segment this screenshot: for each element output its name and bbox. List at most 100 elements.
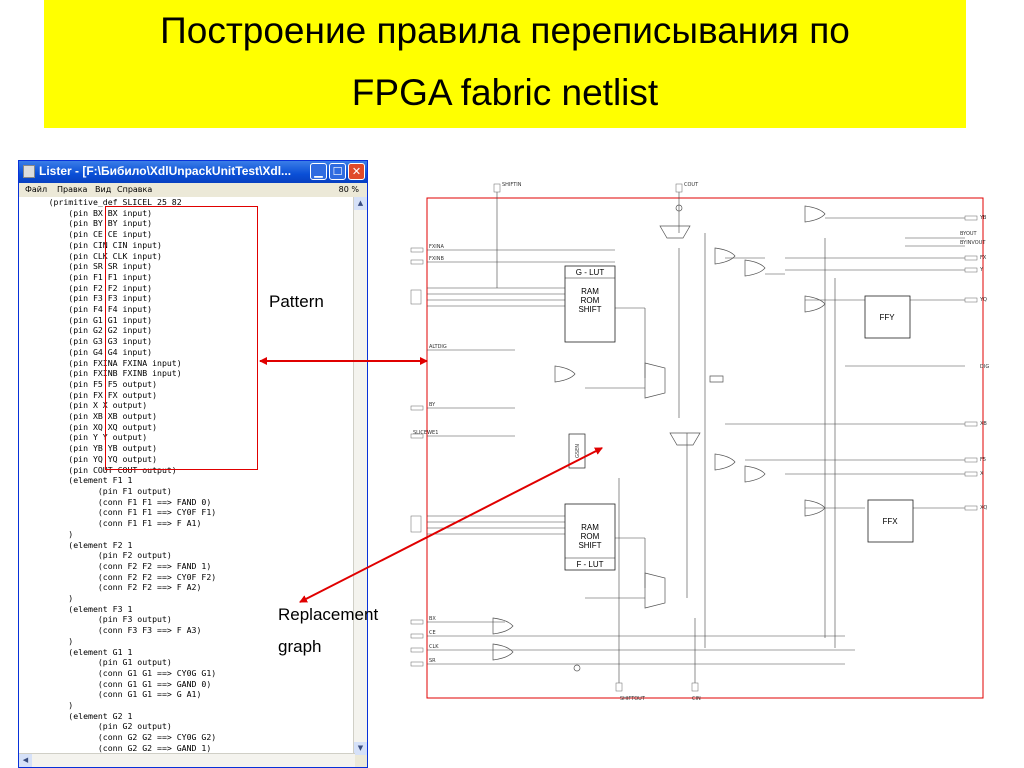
chevron-left-icon: ◀ [22, 756, 29, 764]
code-line: (pin F2 output) [97, 550, 172, 561]
menu-bar: Файл Правка Вид Справка 80 % [19, 183, 367, 197]
pin-label-by: BY [429, 402, 436, 408]
menu-file[interactable]: Файл [25, 185, 48, 194]
pin-labels: FXINA FXINB ALTDIG BY SLICEWE1 BX CE CLK… [413, 182, 989, 702]
code-line: (pin BY BY input) [68, 218, 153, 229]
close-button[interactable]: ✕ [348, 163, 365, 180]
code-line: ) [68, 528, 74, 539]
code-line: (pin BX BX input) [68, 207, 153, 218]
replacement-label-line2: graph [278, 637, 322, 656]
pin-label-cin: CIN [692, 696, 701, 702]
pattern-highlight-box [105, 206, 258, 470]
code-line: ) [68, 700, 74, 711]
code-line: (element F3 1 [68, 603, 133, 614]
window-title: Lister - [F:\Бибило\XdlUnpackUnitTest\Xd… [39, 164, 292, 178]
scroll-left-button[interactable]: ◀ [19, 754, 32, 767]
pin-label-cout: COUT [684, 182, 699, 188]
pin-label-fx: FX [980, 255, 987, 261]
code-line: (conn G2 G2 ==> GAND 1) [19, 742, 212, 753]
code-line: (pin YQ YQ output) [68, 453, 158, 464]
slice-schematic: G - LUT RAM ROM SHIFT RAM ROM SHIFT F - … [410, 182, 989, 702]
code-line: (conn F2 F2 ==> FAND 1) [97, 560, 212, 571]
lut-g-shift: SHIFT [578, 305, 601, 314]
code-line: (conn G2 G2 ==> CY0G G2) [97, 732, 217, 743]
window-titlebar[interactable]: Lister - [F:\Бибило\XdlUnpackUnitTest\Xd… [19, 161, 367, 183]
pin-label-xb: XB [980, 421, 987, 427]
lut-f-shift: SHIFT [578, 541, 601, 550]
pin-label-y: Y [979, 267, 984, 273]
lut-g: G - LUT RAM ROM SHIFT [564, 265, 616, 343]
pin-label-f5: F5 [980, 457, 986, 463]
pin-label-fxinb: FXINB [429, 256, 445, 262]
code-line: (pin G4 G4 input) [68, 346, 153, 357]
code-line: (conn F3 F3 ==> F A3) [97, 625, 202, 636]
pin-label-shiftout: SHIFTOUT [620, 696, 646, 702]
pin-label-shiftin: SHIFTIN [502, 182, 522, 188]
minimize-icon: ▁ [314, 165, 323, 178]
code-line: (pin G1 output) [97, 657, 172, 668]
pin-label-yq: YQ [979, 297, 987, 303]
ffx-block: FFX [867, 499, 914, 543]
code-line: (conn F1 F1 ==> CY0F F1) [97, 507, 217, 518]
pin-label-slicewe1: SLICEWE1 [413, 430, 438, 436]
lut-f: RAM ROM SHIFT F - LUT [564, 503, 616, 571]
code-line: (pin YB YB output) [68, 443, 158, 454]
code-line: (pin FX FX output) [68, 389, 158, 400]
code-line: (element G1 1 [68, 646, 133, 657]
pin-label-byout: BYOUT [960, 231, 978, 237]
logic-gates [492, 204, 826, 672]
slide-title-line2: FPGA fabric netlist [351, 72, 659, 113]
code-line: ) [68, 635, 74, 646]
chevron-down-icon: ▼ [357, 744, 364, 752]
code-line: (pin F5 F5 output) [68, 378, 158, 389]
zoom-level: 80 % [338, 185, 359, 194]
code-line: (conn G1 G1 ==> CY0G G1) [97, 667, 217, 678]
pin-label-ce: CE [429, 630, 436, 636]
code-line: ) [68, 593, 74, 604]
code-line: (pin G2 G2 input) [68, 325, 153, 336]
pin-label-dig: DIG [980, 364, 989, 370]
menu-view[interactable]: Вид [95, 185, 112, 194]
menu-edit[interactable]: Правка [57, 185, 88, 194]
lut-f-ram: RAM [581, 523, 599, 532]
ffx-label: FFX [882, 517, 898, 526]
chevron-up-icon: ▲ [357, 199, 364, 207]
maximize-button[interactable]: ☐ [329, 163, 346, 180]
scroll-down-button[interactable]: ▼ [354, 742, 367, 755]
maximize-icon: ☐ [332, 165, 343, 178]
code-line: (pin F4 F4 input) [68, 304, 153, 315]
replacement-label-line1: Replacement [278, 605, 379, 624]
gsen-block: GSEN [568, 433, 586, 469]
pattern-label: Pattern [269, 292, 324, 311]
code-line: (element F2 1 [68, 539, 133, 550]
io-pins [410, 183, 978, 692]
lut-g-ram: RAM [581, 287, 599, 296]
pin-label-yb: YB [979, 215, 987, 221]
code-line: (pin G2 output) [97, 721, 172, 732]
minimize-button[interactable]: ▁ [310, 163, 327, 180]
code-line: (element F1 1 [68, 475, 133, 486]
vertical-scrollbar[interactable]: ▲ ▼ [353, 197, 367, 755]
code-line: (pin SR SR input) [68, 261, 153, 272]
code-line: (pin F1 output) [97, 485, 172, 496]
close-icon: ✕ [351, 165, 362, 178]
ffy-label: FFY [879, 313, 895, 322]
listing-content[interactable]: (primitive_def SLICEL 25 82 (pin BX BX i… [19, 197, 353, 755]
menu-help[interactable]: Справка [117, 185, 153, 194]
code-line: (pin XB XB output) [68, 411, 158, 422]
schematic-wires [427, 186, 965, 683]
code-line: (pin G1 G1 input) [68, 314, 153, 325]
ffy-block: FFY [864, 295, 911, 339]
pin-label-bx: BX [429, 616, 436, 622]
pin-label-x: X [980, 471, 984, 477]
code-line: (pin F1 F1 input) [68, 271, 153, 282]
code-line: (conn F2 F2 ==> CY0F F2) [97, 571, 217, 582]
scroll-up-button[interactable]: ▲ [354, 197, 367, 210]
pin-label-sr: SR [429, 658, 436, 664]
pin-label-fxina: FXINA [429, 244, 445, 250]
app-icon [23, 165, 35, 178]
horizontal-scrollbar[interactable]: ◀ [19, 753, 355, 767]
lut-g-label: G - LUT [576, 268, 605, 277]
code-line: (conn G1 G1 ==> GAND 0) [97, 678, 212, 689]
code-line: (pin G3 G3 input) [68, 336, 153, 347]
